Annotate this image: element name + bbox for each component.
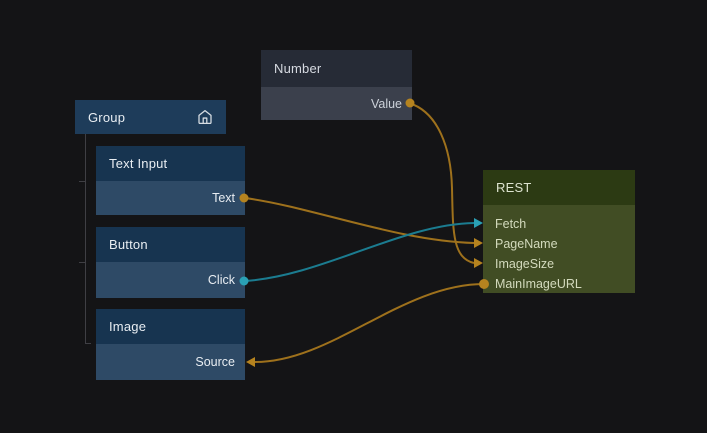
port-source-input[interactable]: Source (96, 344, 245, 380)
node-image[interactable]: Image Source (96, 309, 245, 380)
port-text-label: Text (212, 191, 235, 205)
port-text-output[interactable]: Text (96, 181, 245, 215)
node-image-title: Image (109, 319, 147, 334)
port-pagename-input[interactable]: PageName (483, 234, 635, 254)
port-fetch-label: Fetch (495, 217, 527, 231)
port-imagesize-input[interactable]: ImageSize (483, 254, 635, 274)
group-child-tick-image (85, 343, 91, 344)
node-button-title: Button (109, 237, 148, 252)
group-child-tick-button (79, 262, 86, 263)
port-imagesize-label: ImageSize (495, 257, 555, 271)
node-button[interactable]: Button Click (96, 227, 245, 298)
group-child-tick-text-input (79, 181, 86, 182)
node-text-input-title: Text Input (109, 156, 168, 171)
port-mainimageurl-label: MainImageURL (495, 277, 582, 291)
node-number-title: Number (274, 61, 322, 76)
wire-value-to-imagesize[interactable] (408, 102, 475, 264)
pagename-port-arrow-icon[interactable] (474, 238, 483, 248)
port-pagename-label: PageName (495, 237, 558, 251)
fetch-port-arrow-icon[interactable] (474, 218, 483, 228)
imagesize-port-arrow-icon[interactable] (474, 258, 483, 268)
group-children-bracket-line (85, 134, 86, 344)
node-group[interactable]: Group (75, 100, 226, 134)
port-value-label: Value (370, 96, 402, 111)
node-rest[interactable]: REST Fetch PageName ImageSize MainImageU… (483, 170, 635, 293)
port-value-output[interactable]: Value (261, 87, 412, 120)
port-click-output[interactable]: Click (96, 262, 245, 298)
port-click-label: Click (207, 273, 235, 287)
home-icon[interactable] (197, 109, 213, 125)
node-group-title: Group (88, 109, 126, 125)
wire-click-to-fetch[interactable] (244, 222, 475, 282)
source-port-arrow-icon[interactable] (246, 357, 255, 367)
node-text-input[interactable]: Text Input Text (96, 146, 245, 215)
wire-mainimageurl-to-source[interactable] (254, 283, 485, 363)
port-source-label: Source (195, 355, 235, 369)
node-number[interactable]: Number Value (261, 50, 412, 120)
node-rest-title: REST (496, 180, 532, 195)
port-fetch-input[interactable]: Fetch (483, 214, 635, 234)
port-mainimageurl-output[interactable]: MainImageURL (483, 274, 635, 294)
wire-text-to-pagename[interactable] (244, 197, 475, 244)
